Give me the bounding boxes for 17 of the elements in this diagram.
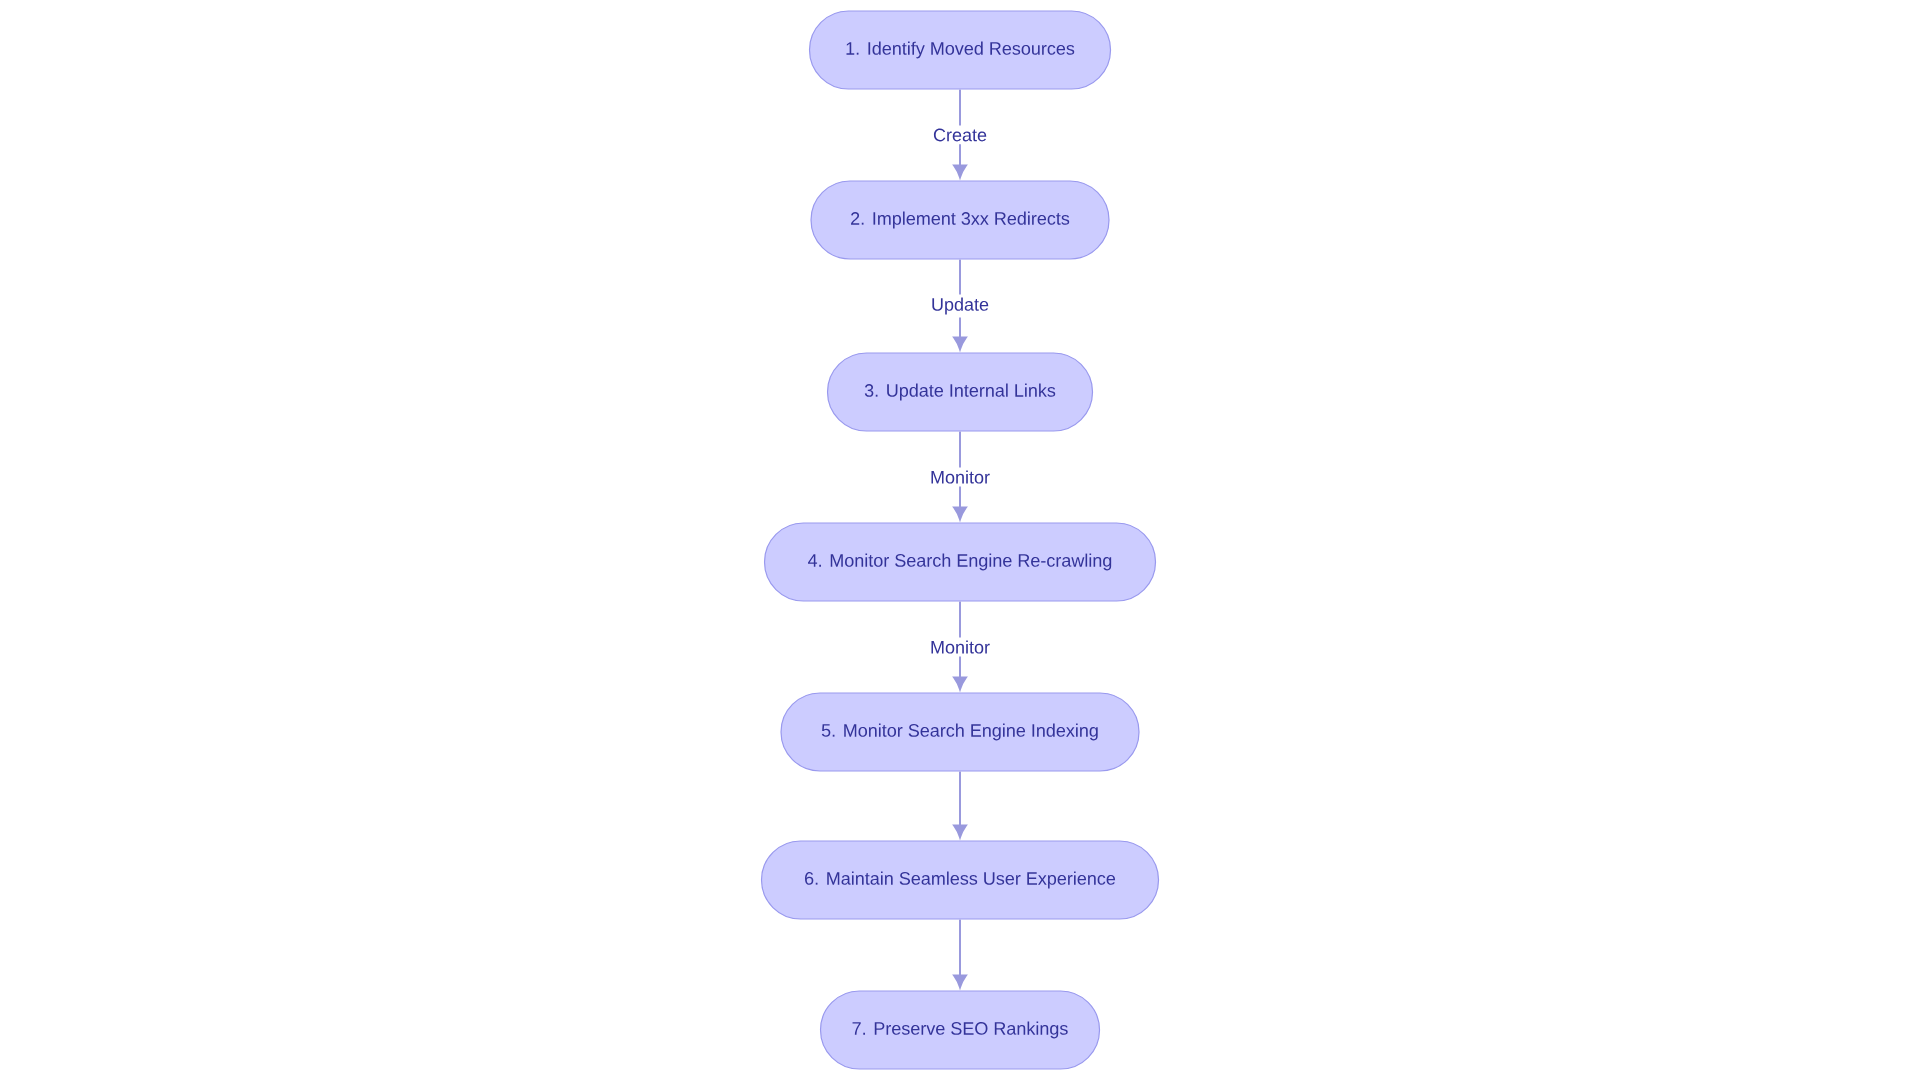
process-box: 6. Maintain Seamless User Experience [760,840,1160,920]
process-box: 7. Preserve SEO Rankings [819,990,1101,1070]
arrow [953,600,967,691]
process-box: 1. Identify Moved Resources [808,10,1112,90]
process-box: 5. Monitor Search Engine Indexing [780,692,1140,772]
arrow [953,770,967,839]
arrow [953,918,967,989]
arrow [953,258,967,351]
arrow [953,430,967,521]
process-box: 4. Monitor Search Engine Re-crawling [763,522,1157,602]
edge-label: Monitor [927,467,994,487]
edge-label: Create [930,125,991,145]
edge-label: Update [928,294,993,318]
arrow [953,88,967,179]
process-box: 3. Update Internal Links [826,352,1094,432]
edge-label: Monitor [927,637,994,657]
process-box: 2. Implement 3xx Redirects [810,180,1110,260]
